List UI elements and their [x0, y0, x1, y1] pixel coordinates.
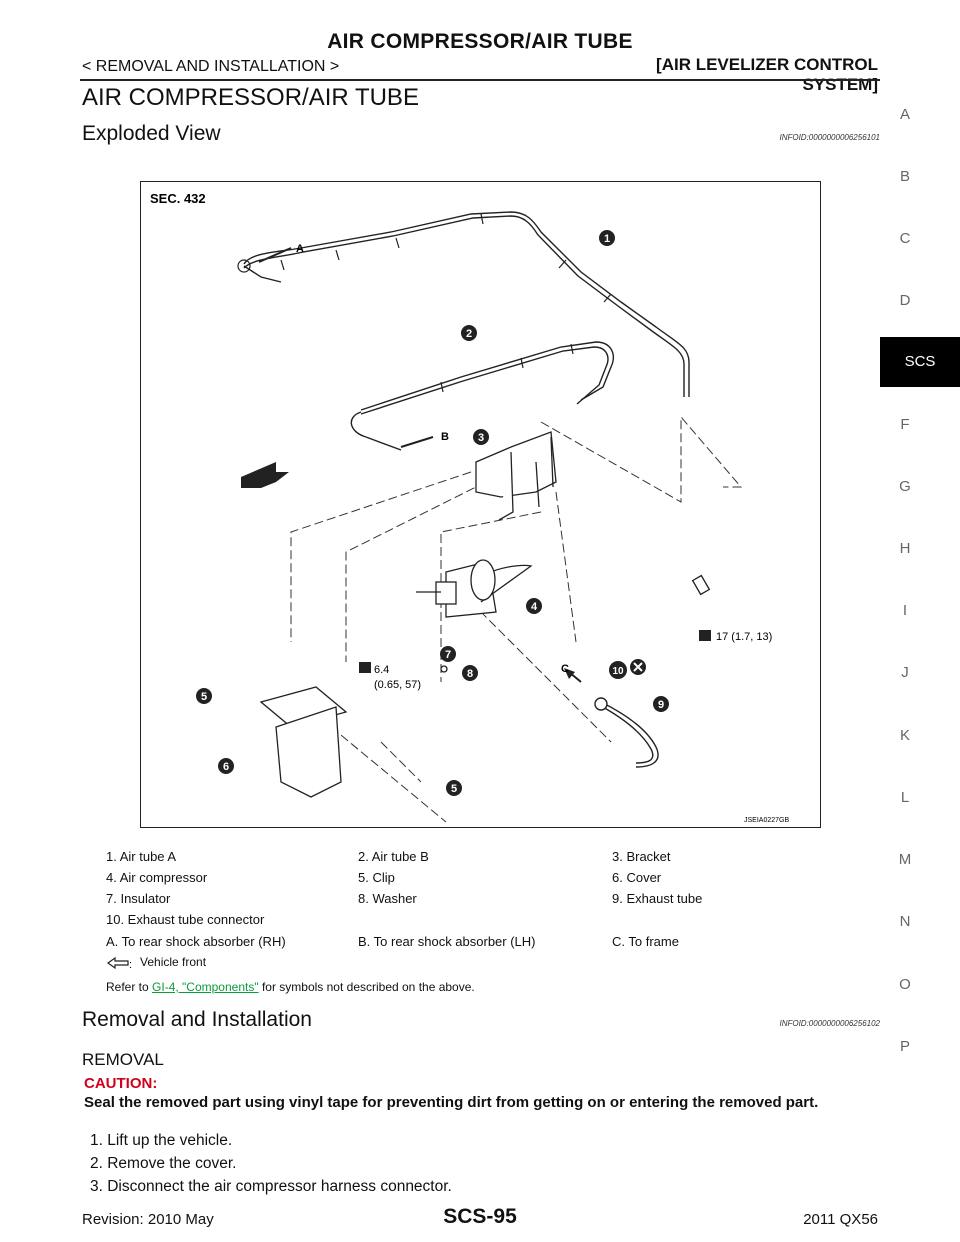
sec-label: SEC. 432	[150, 191, 206, 206]
figure-code: JSEIA0227GB	[744, 817, 789, 824]
vehicle-front-label: Vehicle front	[140, 955, 207, 969]
side-index-item[interactable]: K	[899, 727, 910, 744]
exhaust-tube	[594, 697, 659, 768]
side-index-active-item[interactable]: SCS	[880, 337, 960, 387]
legend-item: 4. Air compressor	[106, 870, 208, 885]
side-index-item[interactable]: I	[902, 602, 908, 619]
side-index-item[interactable]: H	[899, 540, 911, 557]
legend-note: Refer to GI-4, "Components" for symbols …	[106, 980, 475, 994]
breadcrumb: < REMOVAL AND INSTALLATION >	[82, 58, 340, 75]
legend-item: C. To frame	[612, 934, 679, 949]
legend-item: 10. Exhaust tube connector	[106, 912, 265, 927]
callout-9: 9	[658, 699, 664, 711]
callout-5b: 5	[451, 783, 457, 795]
revision-date: Revision: 2010 May	[82, 1211, 214, 1228]
torque-2: 17 (1.7, 13)	[716, 631, 772, 643]
vehicle-front-arrow	[241, 462, 289, 488]
side-index-item[interactable]: F	[900, 416, 910, 433]
callout-1: 1	[604, 233, 610, 245]
cover	[259, 686, 348, 798]
side-index-item[interactable]: B	[899, 168, 910, 185]
legend-item: 3. Bracket	[612, 849, 671, 864]
side-index-item[interactable]: D	[899, 292, 911, 309]
step-item: 2. Remove the cover.	[90, 1155, 237, 1172]
side-index-item[interactable]: M	[898, 851, 912, 868]
torque-1-units: (0.65, 57)	[374, 679, 421, 691]
caution-label: CAUTION:	[84, 1075, 158, 1092]
air-tube-a	[243, 211, 690, 397]
legend-item: 1. Air tube A	[106, 849, 177, 864]
callout-10: 10	[612, 666, 624, 677]
page-number: SCS-95	[443, 1205, 517, 1228]
side-index-item[interactable]: C	[899, 230, 911, 247]
legend-item: 6. Cover	[612, 870, 662, 885]
section-title: AIR COMPRESSOR/AIR TUBE	[82, 84, 419, 111]
system-label: [AIR LEVELIZER CONTROL SYSTEM]	[656, 55, 878, 94]
callout-8: 8	[467, 668, 473, 680]
legend-item: 7. Insulator	[106, 891, 171, 906]
tube-clips	[280, 213, 612, 393]
callout-2: 2	[466, 328, 472, 340]
arrow-c-head	[564, 668, 575, 679]
callout-4: 4	[531, 601, 538, 613]
legend-item: 2. Air tube B	[358, 849, 429, 864]
exploded-view-figure: SEC. 432	[140, 181, 821, 828]
side-index-item[interactable]: P	[899, 1038, 910, 1055]
side-index-item[interactable]: J	[901, 664, 909, 681]
side-index-item[interactable]: A	[899, 106, 910, 123]
do-not-reuse-icon	[630, 659, 646, 675]
components-link[interactable]: GI-4, "Components"	[152, 980, 259, 994]
legend-item: A. To rear shock absorber (RH)	[106, 934, 286, 949]
info-id: INFOID:0000000006256102	[779, 1019, 880, 1028]
legend-item: 5. Clip	[358, 870, 395, 885]
callout-7: 7	[445, 649, 451, 661]
caution-text: Seal the removed part using vinyl tape f…	[84, 1094, 819, 1111]
legend-item: B. To rear shock absorber (LH)	[358, 934, 536, 949]
label-b: B	[441, 431, 449, 443]
legend-note-prefix: Refer to	[106, 980, 153, 994]
torque-1-value: 6.4	[374, 664, 389, 676]
vehicle-model: 2011 QX56	[803, 1211, 878, 1228]
side-index-item[interactable]: N	[899, 913, 911, 930]
legend-note-suffix: for symbols not described on the above.	[258, 980, 475, 994]
callout-3: 3	[478, 432, 484, 444]
removal-heading: Removal and Installation	[82, 1008, 312, 1031]
exploded-view-heading: Exploded View	[82, 122, 221, 145]
step-item: 1. Lift up the vehicle.	[90, 1132, 233, 1149]
bolt	[691, 574, 711, 596]
legend-item: 8. Washer	[358, 891, 417, 906]
step-item: 3. Disconnect the air compressor harness…	[90, 1178, 452, 1195]
label-c: C	[561, 663, 569, 675]
running-title: AIR COMPRESSOR/AIR TUBE	[327, 30, 633, 53]
side-index-item[interactable]: L	[900, 789, 910, 806]
info-id: INFOID:0000000006256101	[779, 133, 880, 142]
leader-lines	[290, 415, 743, 823]
callout-5: 5	[201, 691, 207, 703]
svg-text::: :	[129, 959, 132, 970]
callout-6: 6	[223, 761, 229, 773]
bracket	[475, 431, 557, 521]
legend-item: 9. Exhaust tube	[612, 891, 703, 906]
side-index-item[interactable]: G	[899, 478, 911, 495]
vehicle-front-icon: :	[106, 956, 132, 970]
exploded-view-drawing: SEC. 432	[150, 191, 789, 824]
side-index-item[interactable]: O	[899, 976, 911, 993]
header-divider	[80, 79, 880, 81]
removal-subheading: REMOVAL	[82, 1050, 164, 1069]
air-compressor	[416, 559, 533, 673]
air-tube-b	[350, 341, 614, 451]
label-a: A	[296, 243, 304, 255]
torque-icon	[699, 630, 711, 641]
torque-icon	[359, 662, 371, 673]
